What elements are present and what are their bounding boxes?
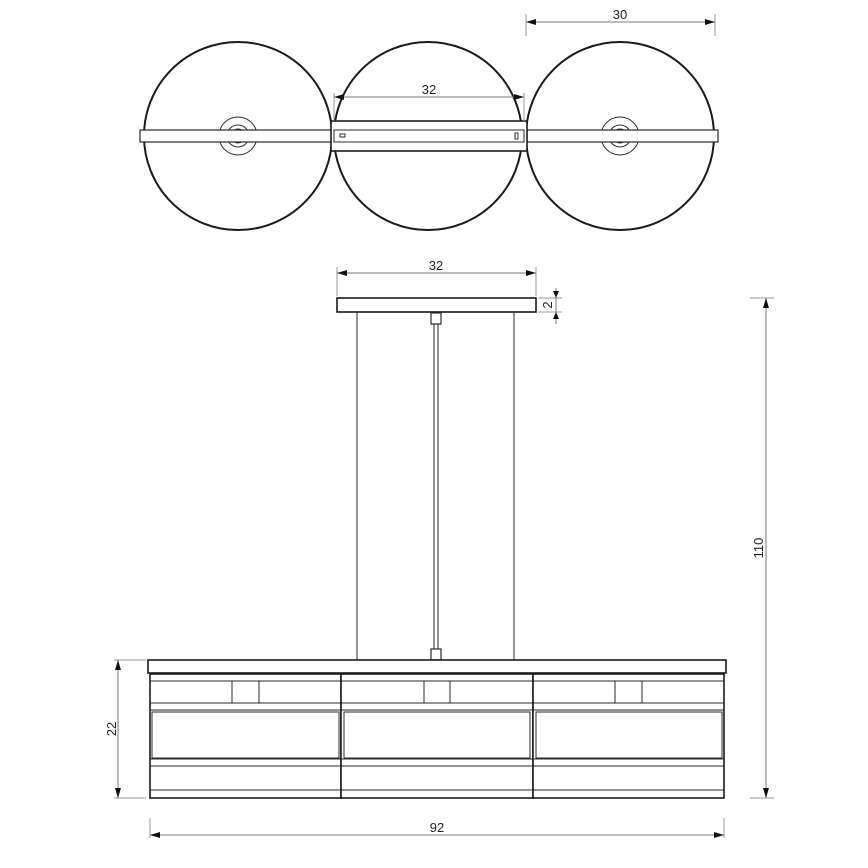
dimension-shade-height: 22 [104,659,146,799]
dim-label-30: 30 [613,7,627,22]
dim-label-92: 92 [430,820,444,835]
shade-top-plate [147,659,727,674]
dim-label-22: 22 [104,722,119,736]
dimension-shade-diameter: 30 [525,7,716,36]
dim-label-110: 110 [751,538,766,559]
dimension-canopy-length-top: 32 [333,82,525,121]
ceiling-canopy [336,297,537,313]
shade-module-2 [340,673,534,799]
side-view: 32 2 [104,258,774,838]
dimension-canopy-height: 2 [538,288,562,324]
dim-label-32-side: 32 [429,258,443,273]
suspension-cables [356,312,515,661]
shade-module-1 [149,673,342,799]
dim-label-2: 2 [540,301,555,308]
dimension-canopy-length-side: 32 [336,258,537,296]
dim-label-32-top: 32 [422,82,436,97]
top-view: 30 [139,7,719,231]
dimension-total-width: 92 [149,818,725,838]
canopy-plate-top [330,120,528,152]
shade-module-3 [532,673,725,799]
dimension-total-height: 110 [750,297,774,799]
